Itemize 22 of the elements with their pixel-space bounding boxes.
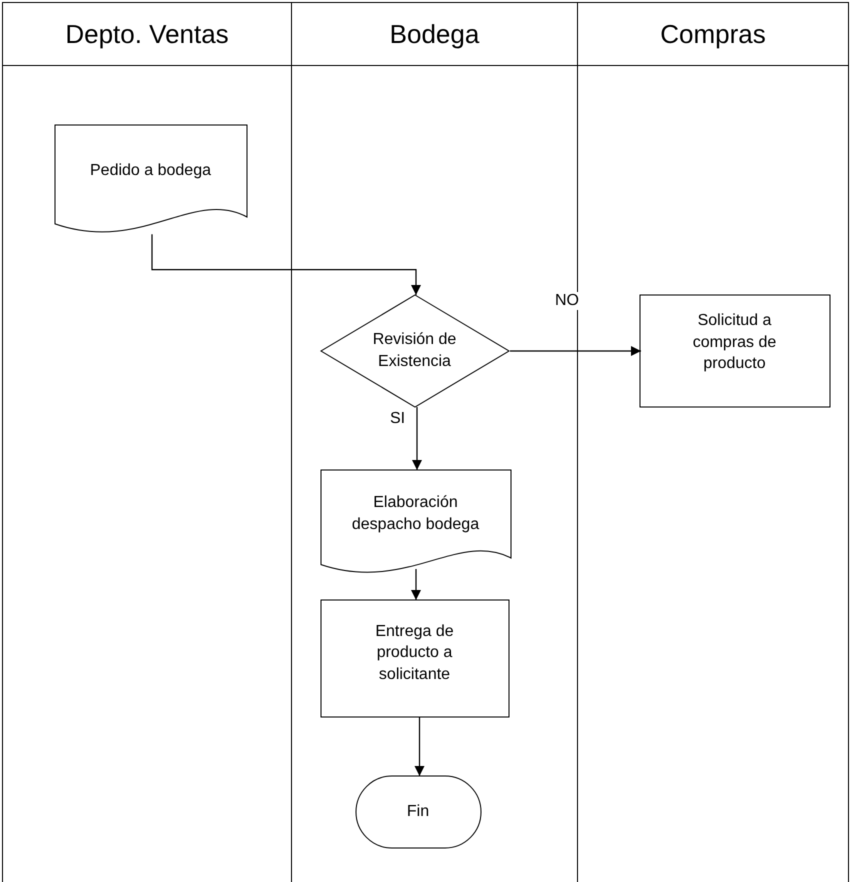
arrow (151, 234, 421, 295)
lane-header: Bodega (292, 3, 577, 66)
node-text: Fin (406, 802, 430, 822)
node-text: Pedido a bodega (90, 161, 211, 182)
arrow (414, 717, 424, 776)
process-box (640, 294, 830, 406)
node-text: Solicitud a compras de producto (692, 311, 778, 374)
edge-label: NO (553, 292, 581, 310)
node-text: Entrega de producto a solicitante (374, 622, 455, 685)
terminator-shape (356, 776, 480, 848)
node-text: Revisión de Existencia (372, 330, 458, 372)
lane-header: Depto. Ventas (3, 3, 291, 66)
swimlane (578, 2, 849, 882)
lane-header: Compras (578, 3, 848, 66)
swimlane (2, 2, 292, 882)
process-box (320, 600, 508, 716)
swimlane (292, 2, 578, 882)
decision-diamond (320, 294, 508, 406)
arrow (411, 569, 421, 600)
node-text: Elaboración despacho bodega (350, 492, 480, 534)
arrow (412, 407, 422, 470)
arrow (510, 346, 641, 356)
